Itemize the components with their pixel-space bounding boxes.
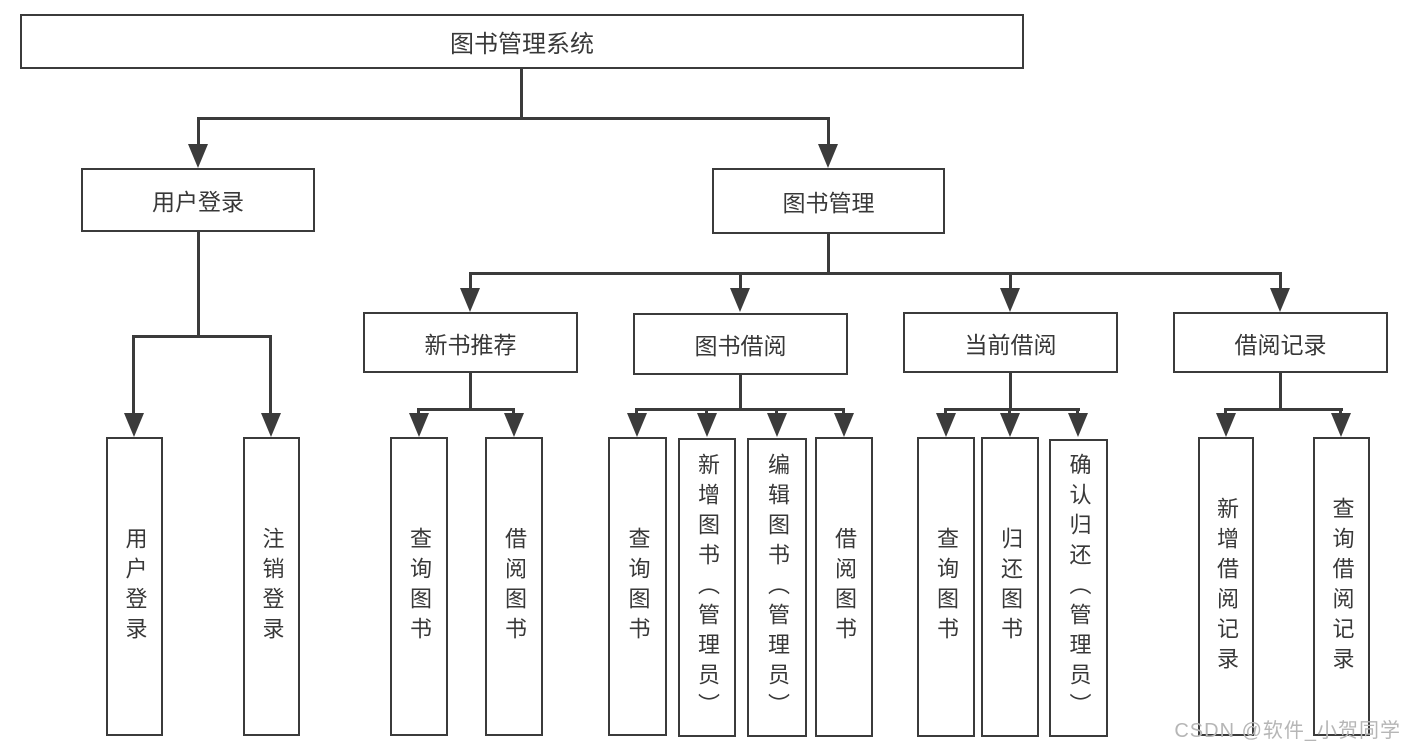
connector-line <box>944 408 947 415</box>
arrow-down-icon <box>936 413 956 437</box>
node-borrow-records: 借阅记录 <box>1173 312 1388 373</box>
connector-line <box>269 335 272 415</box>
connector-line <box>469 272 472 290</box>
leaf-br-add-record: 新增借阅记录 <box>1198 437 1254 736</box>
arrow-down-icon <box>1216 413 1236 437</box>
connector-line <box>417 408 515 411</box>
connector-line <box>469 272 1282 275</box>
node-book-management: 图书管理 <box>712 168 945 234</box>
leaf-user-login: 用户登录 <box>106 437 163 736</box>
leaf-logout: 注销登录 <box>243 437 300 736</box>
arrow-down-icon <box>627 413 647 437</box>
arrow-down-icon <box>124 413 144 437</box>
connector-line <box>197 232 200 336</box>
connector-line <box>827 117 830 146</box>
leaf-bb-borrow-book: 借阅图书 <box>815 437 873 737</box>
connector-line <box>1008 408 1011 415</box>
leaf-rec-borrow-book: 借阅图书 <box>485 437 543 736</box>
connector-line <box>842 408 845 415</box>
arrow-down-icon <box>767 413 787 437</box>
connector-line <box>705 408 708 415</box>
leaf-rec-query-book: 查询图书 <box>390 437 448 736</box>
connector-line <box>1279 272 1282 290</box>
connector-line <box>1279 373 1282 411</box>
connector-line <box>1009 272 1012 290</box>
node-book-borrow: 图书借阅 <box>633 313 848 375</box>
arrow-down-icon <box>188 144 208 168</box>
connector-line <box>739 272 742 290</box>
connector-line <box>739 375 742 411</box>
connector-line <box>635 408 638 415</box>
connector-line <box>520 69 523 119</box>
connector-line <box>132 335 272 338</box>
connector-line <box>1224 408 1343 411</box>
arrow-down-icon <box>1000 288 1020 312</box>
connector-line <box>512 408 515 415</box>
connector-line <box>1009 373 1012 411</box>
connector-line <box>469 373 472 411</box>
connector-line <box>635 408 845 411</box>
arrow-down-icon <box>261 413 281 437</box>
csdn-watermark: CSDN @软件_小贺同学 <box>1174 720 1401 742</box>
arrow-down-icon <box>1331 413 1351 437</box>
arrow-down-icon <box>697 413 717 437</box>
connector-line <box>197 117 830 120</box>
arrow-down-icon <box>460 288 480 312</box>
arrow-down-icon <box>1068 413 1088 437</box>
leaf-bb-query-book: 查询图书 <box>608 437 667 736</box>
leaf-bb-edit-book-admin: 编辑图书（管理员） <box>747 438 807 737</box>
arrow-down-icon <box>1270 288 1290 312</box>
connector-line <box>1339 408 1342 415</box>
arrow-down-icon <box>1000 413 1020 437</box>
connector-line <box>132 335 135 415</box>
arrow-down-icon <box>730 288 750 312</box>
connector-line <box>197 117 200 146</box>
leaf-bb-add-book-admin: 新增图书（管理员） <box>678 438 736 737</box>
connector-line <box>1224 408 1227 415</box>
connector-line <box>827 234 830 275</box>
node-root-library-management-system: 图书管理系统 <box>20 14 1024 69</box>
connector-line <box>775 408 778 415</box>
arrow-down-icon <box>409 413 429 437</box>
node-current-borrow: 当前借阅 <box>903 312 1118 373</box>
arrow-down-icon <box>818 144 838 168</box>
leaf-br-query-record: 查询借阅记录 <box>1313 437 1370 736</box>
connector-line <box>944 408 1080 411</box>
leaf-cb-query-book: 查询图书 <box>917 437 975 737</box>
arrow-down-icon <box>834 413 854 437</box>
leaf-cb-return-book: 归还图书 <box>981 437 1039 737</box>
leaf-cb-confirm-return-admin: 确认归还（管理员） <box>1049 439 1108 737</box>
connector-line <box>1076 408 1079 415</box>
arrow-down-icon <box>504 413 524 437</box>
node-user-login: 用户登录 <box>81 168 315 232</box>
connector-line <box>417 408 420 415</box>
node-new-book-recommend: 新书推荐 <box>363 312 578 373</box>
